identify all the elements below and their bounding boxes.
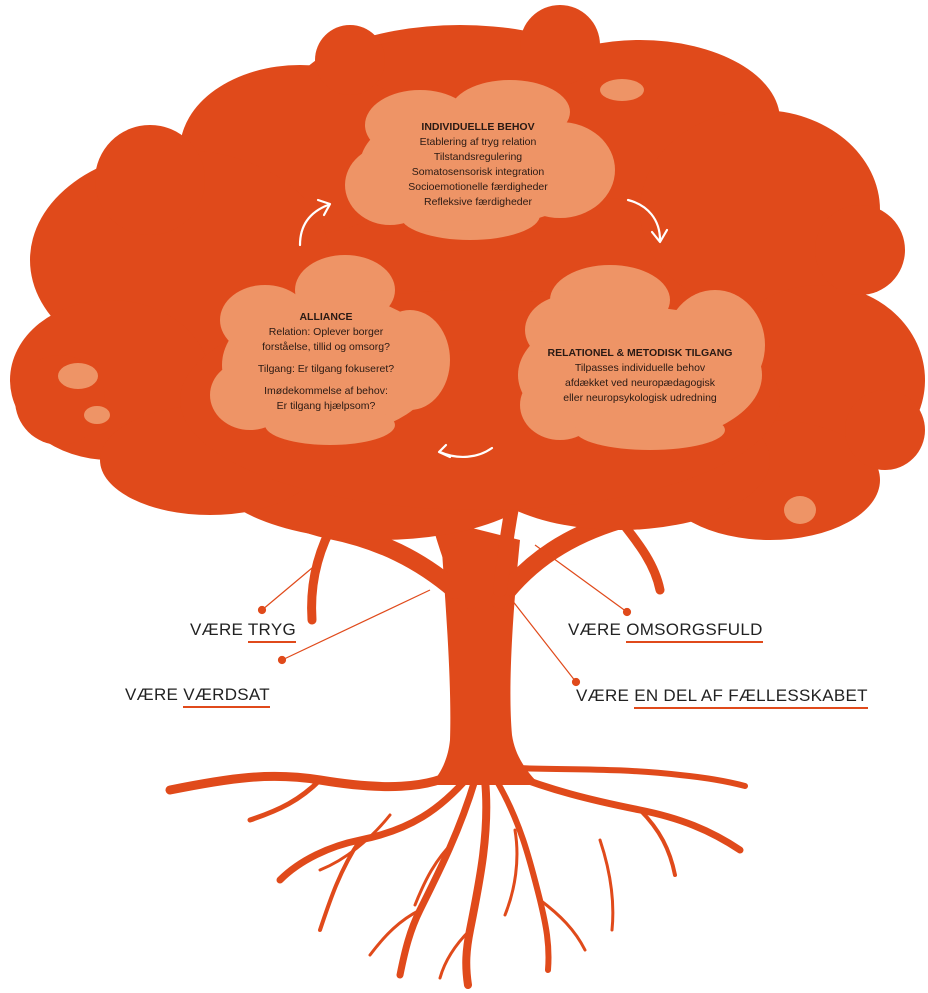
cloud-line: Er tilgang hjælpsom? (277, 400, 376, 412)
label-prefix: VÆRE (568, 620, 627, 639)
label-vaere-tryg: VÆRE TRYG (190, 620, 296, 643)
cloud-title-individuelle: INDIVIDUELLE BEHOV (421, 121, 534, 133)
cloud-line: Tilpasses individuelle behov (575, 362, 706, 374)
cloud-line: Tilgang: Er tilgang fokuseret? (258, 363, 394, 375)
cloud-line: forståelse, tillid og omsorg? (262, 341, 390, 353)
cloud-line: Tilstandsregulering (434, 151, 522, 163)
label-prefix: VÆRE (125, 685, 184, 704)
tree-canopy (10, 5, 925, 540)
cloud-individuelle-behov (345, 80, 615, 240)
cloud-alliance (210, 255, 450, 445)
arrow-down-right-icon (626, 198, 669, 244)
cloud-title-alliance: ALLIANCE (299, 311, 352, 323)
cloud-text-alliance: ALLIANCE Relation: Oplever borger forstå… (258, 311, 394, 412)
cloud-line: Etablering af tryg relation (420, 136, 537, 148)
label-prefix: VÆRE (576, 686, 635, 705)
label-vaere-omsorgsfuld: VÆRE OMSORGSFULD (568, 620, 763, 643)
label-vaere-vaerdsat: VÆRE VÆRDSAT (125, 685, 270, 708)
arrow-up-icon (298, 198, 332, 247)
cloud-line: Imødekommelse af behov: (264, 385, 388, 397)
cloud-line: Relation: Oplever borger (269, 326, 384, 338)
label-prefix: VÆRE (190, 620, 248, 639)
canopy-highlights (58, 79, 816, 524)
label-leader-lines (257, 544, 632, 687)
cloud-line: Somatosensorisk integration (412, 166, 545, 178)
label-underlined: OMSORGSFULD (626, 620, 763, 643)
cloud-line: Refleksive færdigheder (424, 196, 532, 208)
cloud-line: Socioemotionelle færdigheder (408, 181, 548, 193)
arrow-left-icon (437, 443, 494, 459)
cloud-title-relationel: RELATIONEL & METODISK TILGANG (548, 347, 733, 359)
cloud-text-relationel: RELATIONEL & METODISK TILGANG Tilpasses … (548, 347, 733, 404)
label-underlined: EN DEL AF FÆLLESSKABET (634, 686, 868, 709)
cloud-text-individuelle: INDIVIDUELLE BEHOV Etablering af tryg re… (408, 121, 548, 208)
tree-roots (165, 765, 748, 989)
cloud-line: afdækket ved neuropædagogisk (565, 377, 716, 389)
label-underlined: TRYG (247, 620, 296, 643)
label-vaere-faellesskab: VÆRE EN DEL AF FÆLLESSKABET (576, 686, 868, 709)
cloud-relationel-metodisk (518, 265, 765, 450)
cloud-line: eller neuropsykologisk udredning (563, 392, 717, 404)
label-underlined: VÆRDSAT (183, 685, 270, 708)
cycle-arrows (298, 198, 669, 459)
